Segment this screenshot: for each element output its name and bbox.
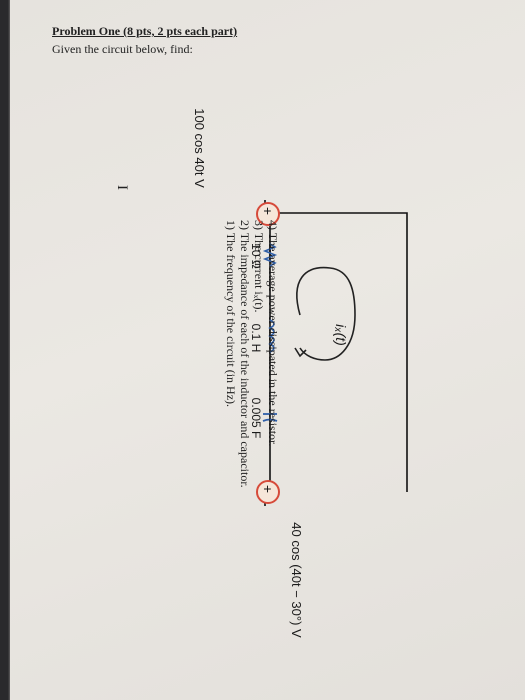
question-2: 2) The impedance of each of the inductor… [238,220,252,488]
problem-intro: Given the circuit below, find: [52,42,193,56]
current-label: iₓ(t) [333,324,349,346]
question-3: 3) The current iₓ(t). [252,220,266,313]
inductor-symbol [268,319,275,353]
question-list: 1) The frequency of the circuit (in Hz).… [221,220,341,488]
capacitor-symbol [262,413,278,422]
right-voltage-source: + [256,480,280,504]
right-source-plus: + [260,485,276,493]
problem-title: Problem One (8 pts, 2 pts each part) [52,24,238,38]
question-1: 1) The frequency of the circuit (in Hz). [224,220,238,408]
left-source-plus: + [260,207,276,215]
question-4: 4) The average power dissipated in the r… [266,220,280,447]
left-source-label: 100 cos 40t V [192,108,207,188]
resistor-label: 10 Ω [249,243,263,269]
current-loop-arrow [296,266,356,361]
capacitor-label: 0.005 F [249,398,263,439]
left-voltage-source: + [256,202,280,226]
resistor-symbol [262,243,278,267]
text-cursor-icon: I [114,185,130,190]
inductor-label: 0.1 H [249,324,263,353]
paper-page [10,0,525,700]
current-arrow-head [294,347,307,358]
right-source-label: 40 cos (40t − 30°) V [289,522,304,638]
